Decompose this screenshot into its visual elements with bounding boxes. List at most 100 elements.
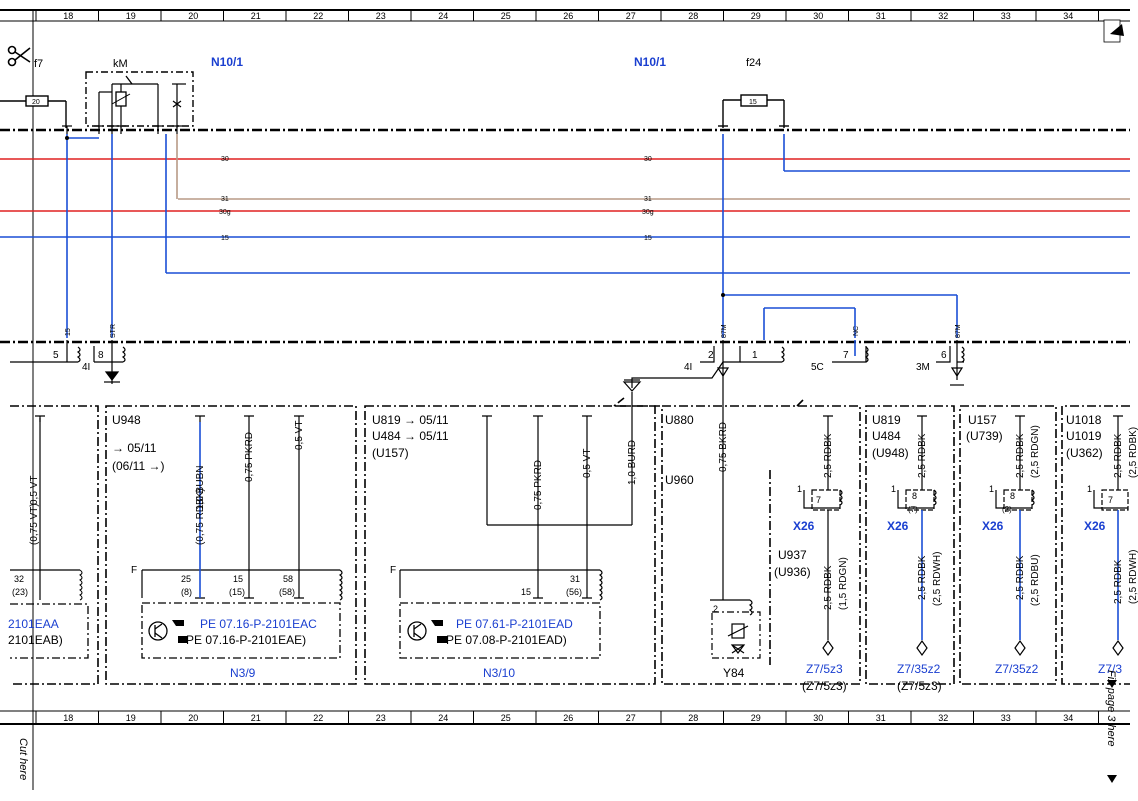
block3-name: N3/10	[483, 666, 515, 680]
bus-30-label-right: 30	[644, 156, 652, 163]
block3-ref1: PE 07.61-P-2101EAD	[456, 617, 573, 631]
block8-p1: 1	[1087, 484, 1092, 494]
pin-87m-left: 87M	[721, 324, 728, 338]
block8-p7: 7	[1108, 495, 1113, 505]
grid-ruler-top	[0, 9, 1130, 22]
block2-wire1-alt: (0,75 RDBK)	[195, 488, 206, 545]
block-z7-3: U1018 U1019 (U362) 2,5 RDBK (2,5 RDBK) 2…	[1066, 413, 1138, 676]
arrow-down-icon	[1107, 680, 1117, 688]
pin-5c: 5C	[811, 362, 824, 373]
boundary-pins-left	[62, 125, 182, 134]
bus-15-label-right: 15	[644, 235, 652, 242]
block2-pin1-alt: (8)	[181, 587, 192, 597]
block1-pin-alt: (23)	[12, 587, 28, 597]
grid-column-label: 23	[376, 11, 386, 21]
pin-3m: 3M	[916, 362, 930, 373]
left-drop-wires	[66, 134, 113, 338]
grid-column-label: 18	[63, 713, 73, 723]
block7-wire2a: 2,5 RDBK	[1015, 555, 1026, 600]
block2-pin2-alt: (15)	[229, 587, 245, 597]
block7-p2-alt: (2)	[1002, 505, 1012, 514]
right-relay-wires	[722, 134, 958, 340]
bus-15-label-left: 15	[221, 235, 229, 242]
grid-column-label: 29	[751, 713, 761, 723]
block7-p1: 1	[989, 484, 994, 494]
pointing-hand-icon	[172, 620, 188, 643]
block1-pin: 32	[14, 574, 24, 584]
pin-5: 5	[53, 350, 59, 361]
module-n10-right-label: N10/1	[634, 55, 666, 69]
pointing-hand-icon	[431, 620, 447, 643]
block3-pin2: 31	[570, 574, 580, 584]
bus-lines	[0, 158, 1130, 274]
grid-column-label: 34	[1063, 11, 1073, 21]
connector-row-right	[622, 340, 965, 404]
block2-wire1: 1,0 BUBN	[195, 466, 206, 510]
block8-z: Z7/3	[1098, 662, 1122, 676]
grid-column-label: 19	[126, 11, 136, 21]
block7-wire2b: (2,5 RDBU)	[1030, 554, 1041, 606]
grid-column-label: 27	[626, 713, 636, 723]
block5-sub2: (U936)	[774, 565, 811, 579]
block5-wire1: 2,5 RDBK	[823, 433, 834, 478]
block8-line2: U1019	[1066, 429, 1102, 443]
block-z7-35z2-b: U157 (U739) 2,5 RDBK (2,5 RDGN) 2,5 RDBK…	[966, 413, 1041, 676]
grid-column-label: 21	[251, 11, 261, 21]
block5-z: Z7/5z3	[806, 662, 843, 676]
block5-p1: 1	[797, 484, 802, 494]
block8-wire2a: 2,5 RDBK	[1113, 559, 1124, 604]
connector-row-left	[10, 340, 126, 384]
lower-box-borders	[10, 397, 1130, 685]
block1-wire-label: 0,5 VT	[29, 476, 40, 505]
block7-z: Z7/35z2	[995, 662, 1039, 676]
bus-31-label-left: 31	[221, 196, 229, 203]
block6-p1: 1	[891, 484, 896, 494]
block4-name: Y84	[723, 666, 745, 680]
grid-column-label: 21	[251, 713, 261, 723]
pin-87m-right: 87M	[955, 324, 962, 338]
block3-ref2: PE 07.08-P-2101EAD)	[446, 633, 567, 647]
grid-column-label: 34	[1063, 713, 1073, 723]
block6-line1: U819	[872, 413, 901, 427]
block5-wire2b: (1,5 RDGN)	[838, 557, 849, 610]
block3-pin2-alt: (56)	[566, 587, 582, 597]
pin-15-vertical: 15	[65, 328, 72, 336]
block3-pin1: 15	[521, 587, 531, 597]
cut-here-note: Cut here	[17, 738, 29, 780]
block7-line2: (U739)	[966, 429, 1003, 443]
block2-ref1: PE 07.16-P-2101EAC	[200, 617, 317, 631]
pin-1-top: 1	[752, 350, 758, 361]
pin-4i-left: 4I	[82, 362, 90, 373]
grid-column-label: 30	[813, 713, 823, 723]
grid-column-label: 26	[563, 713, 573, 723]
fuse-f7	[0, 95, 67, 128]
grid-column-label: 33	[1001, 713, 1011, 723]
block8-line1: U1018	[1066, 413, 1102, 427]
grid-column-label: 22	[313, 11, 323, 21]
block2-line3: (06/11 →)	[112, 459, 164, 473]
fuse-f7-value: 20	[32, 99, 40, 106]
bus-30g-label-right: 30g	[642, 209, 654, 216]
grid-column-label: 24	[438, 713, 448, 723]
block5-sub1: U937	[778, 548, 807, 562]
arrow-down-icon	[1107, 775, 1117, 783]
module-n10-left-label: N10/1	[211, 55, 243, 69]
relay-km-label: kM	[113, 58, 128, 70]
block-n3-10: U819 → 05/11 U484 → 05/11 (U157) 0,75 PK…	[372, 392, 638, 680]
block8-wire1-alt: (2,5 RDBK)	[1128, 427, 1138, 478]
fuse-f7-label: f7	[34, 58, 43, 70]
block-z7-35z2-a: U819 U484 (U948) 2,5 RDBK 2,5 RDBK (2,5 …	[872, 413, 943, 693]
block2-f: F	[131, 565, 137, 576]
grid-column-label: 26	[563, 11, 573, 21]
block6-x26: X26	[887, 519, 909, 533]
relay-km	[85, 71, 194, 128]
block5-z-alt: (Z7/5z3)	[802, 679, 847, 693]
grid-column-label: 20	[188, 11, 198, 21]
grid-column-label: 20	[188, 713, 198, 723]
block8-wire2b: (2,5 RDWH)	[1128, 550, 1138, 604]
grid-column-label: 27	[626, 11, 636, 21]
block7-line1: U157	[968, 413, 997, 427]
grid-column-label: 32	[938, 11, 948, 21]
block7-wire1: 2,5 RDBK	[1015, 433, 1026, 478]
block2-pin3: 58	[283, 574, 293, 584]
